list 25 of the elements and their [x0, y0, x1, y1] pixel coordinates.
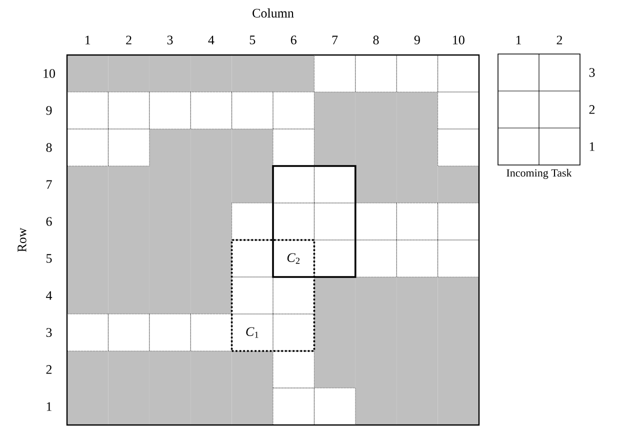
node-label: Incoming Task — [506, 168, 572, 179]
column-number: 4 — [208, 36, 214, 44]
column-number: 10 — [453, 36, 464, 44]
column-number: 9 — [414, 36, 420, 44]
column-number: 1 — [86, 36, 90, 44]
column-number: 7 — [332, 36, 338, 44]
solid-rectangle: C$_{2}$ — [272, 165, 356, 278]
row-number: 8 — [46, 143, 52, 152]
column-number: 6 — [290, 36, 296, 44]
row-number: 3 — [46, 328, 52, 337]
row-number: 4 — [46, 291, 52, 300]
column-number: 8 — [373, 36, 379, 44]
row-number: 9 — [46, 106, 52, 115]
row-number: 1 — [46, 402, 52, 411]
axis-title: Row — [18, 228, 26, 252]
axis-title: Column — [252, 8, 294, 18]
column-number: 5 — [250, 36, 256, 44]
row-number: 6 — [46, 217, 52, 226]
row-number: 2 — [46, 365, 52, 374]
task-grid: Incoming Task — [498, 54, 580, 179]
column-number: 2 — [126, 36, 132, 44]
row-number: 7 — [46, 180, 52, 189]
row-number: 10 — [44, 69, 56, 78]
row-number: 5 — [46, 254, 52, 263]
column-number: 3 — [167, 36, 173, 44]
